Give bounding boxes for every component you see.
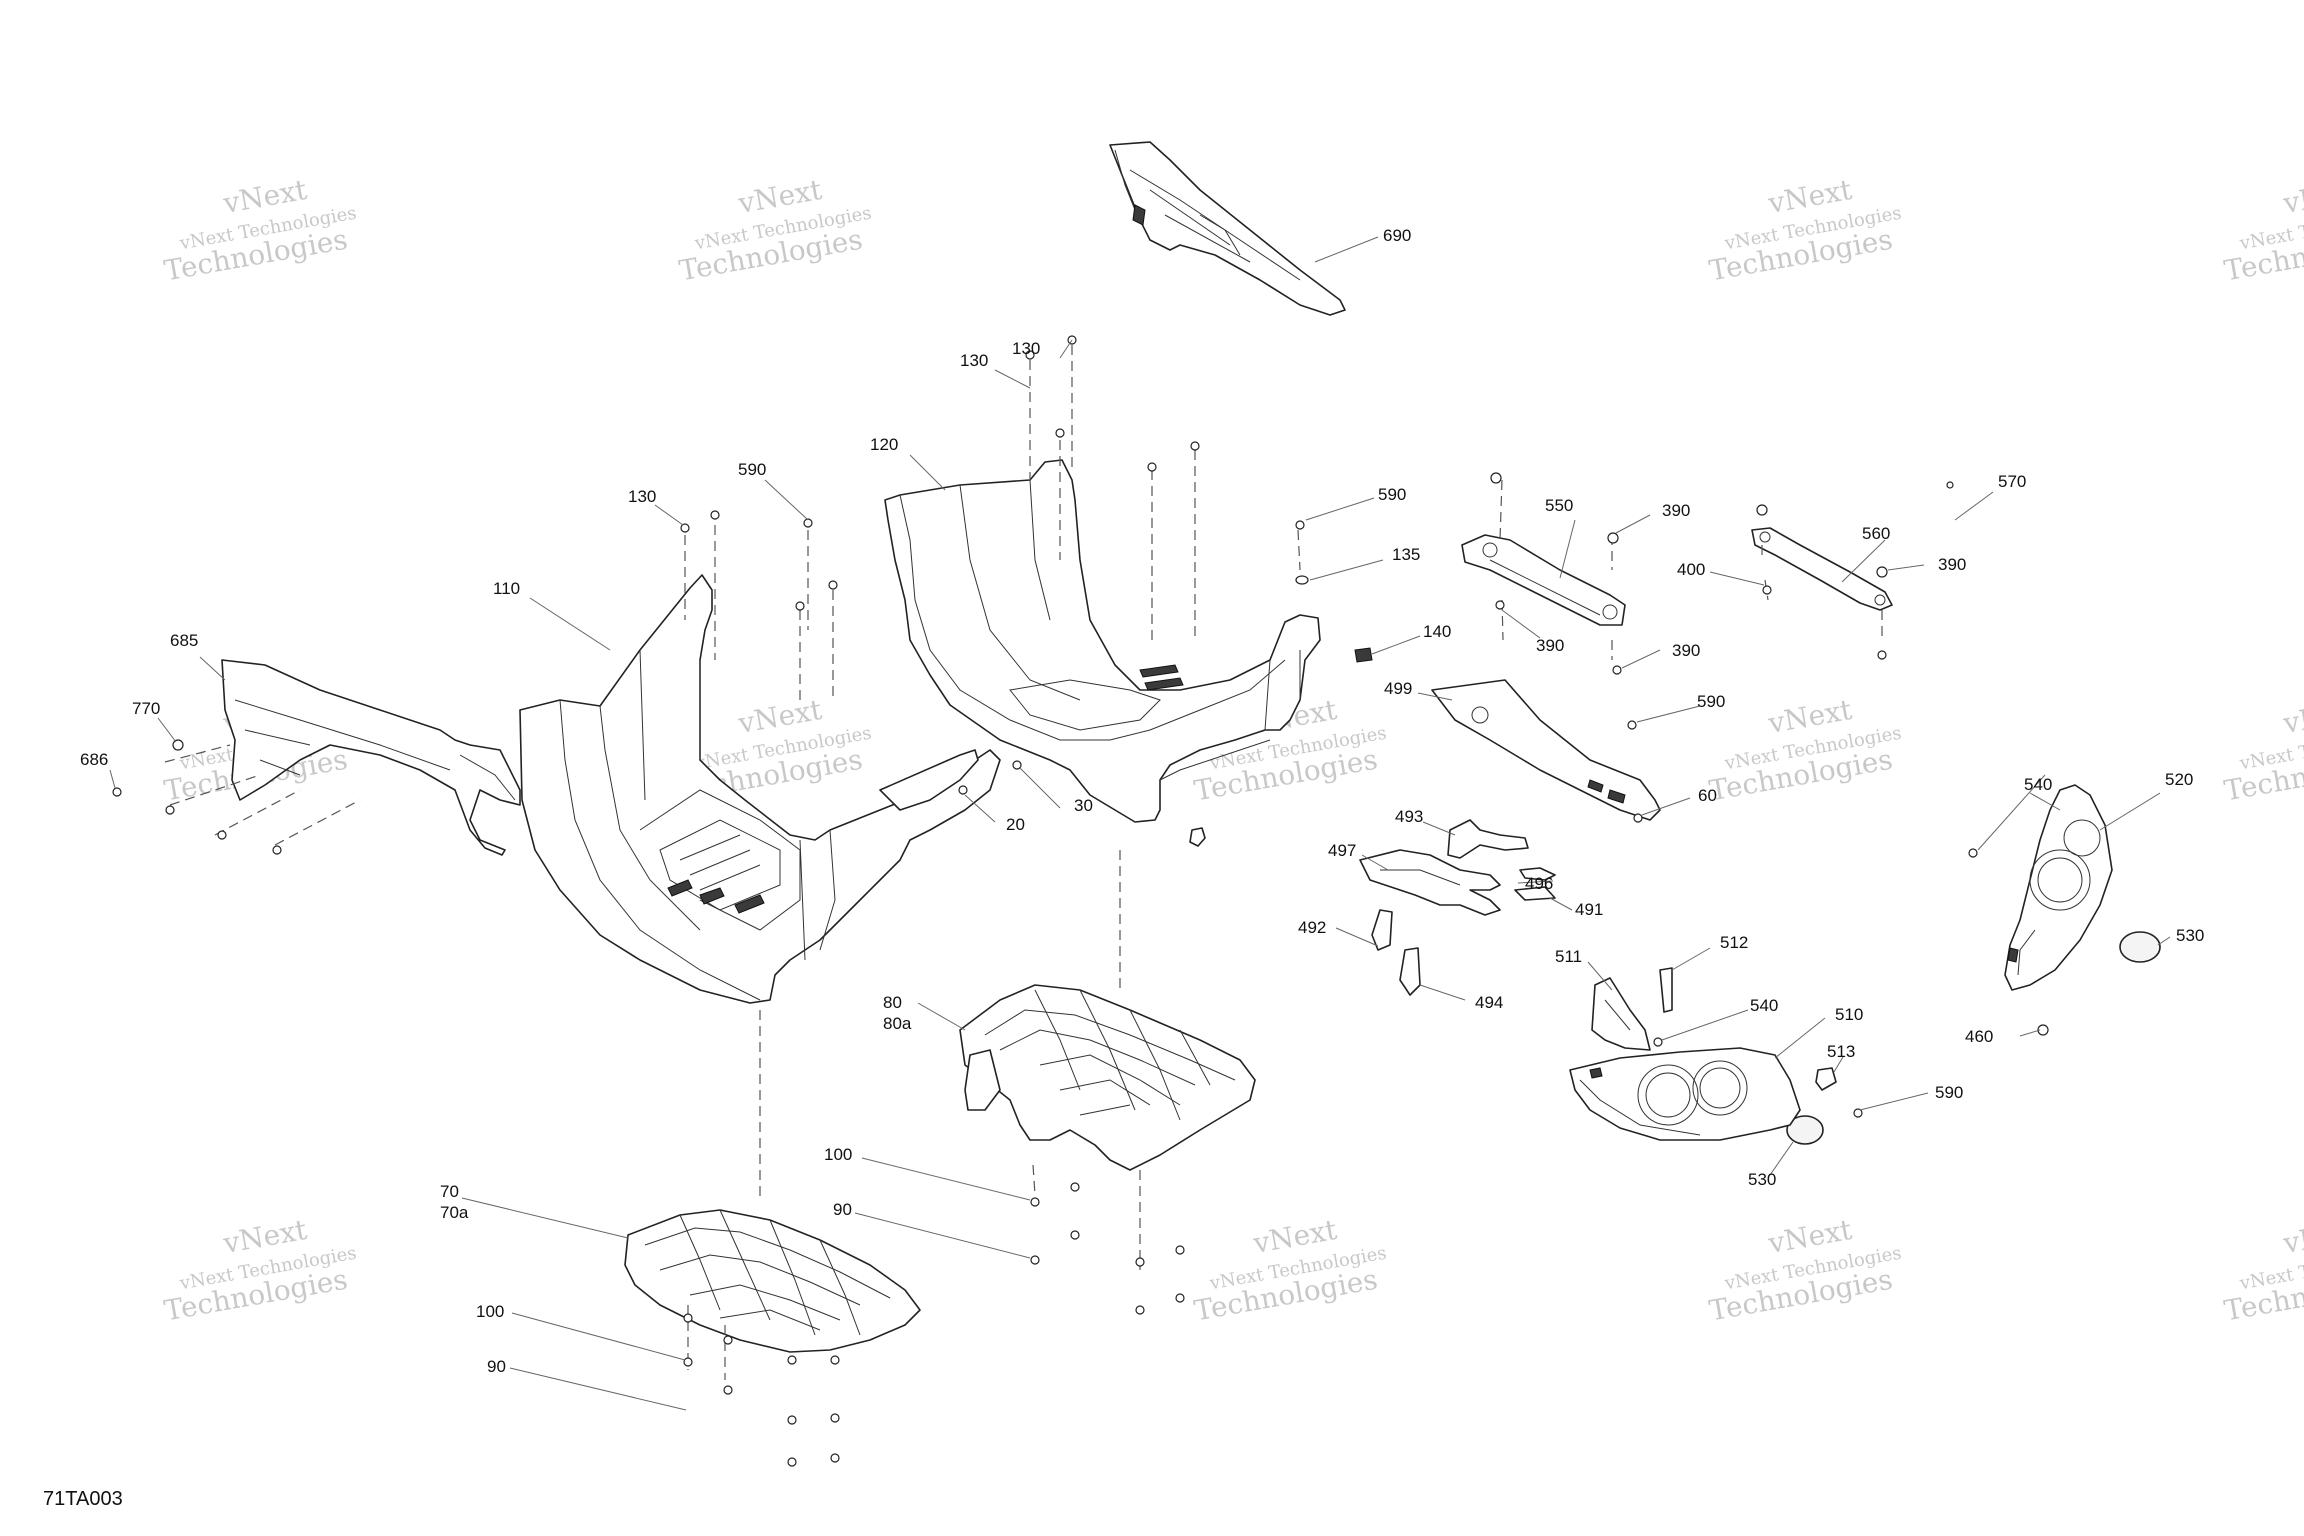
callout-390-c: 390 <box>1536 636 1564 655</box>
callout-499: 499 <box>1384 679 1412 698</box>
figure-id: 71TA003 <box>43 1488 123 1510</box>
callout-30: 30 <box>1074 796 1093 815</box>
svg-text:vNext: vNext <box>2280 173 2304 220</box>
part-560-bracket <box>1751 527 1893 611</box>
callout-590-a: 590 <box>738 460 766 479</box>
callout-120: 120 <box>870 435 898 454</box>
callout-496: 496 <box>1525 874 1553 893</box>
watermark-10: vNext vNext Technologies Technologies <box>162 1213 358 1328</box>
part-20-30-side-cover <box>879 749 1022 811</box>
callout-70: 70 <box>440 1182 459 1201</box>
callout-20: 20 <box>1006 815 1025 834</box>
callout-540-a: 540 <box>2024 775 2052 794</box>
callout-590-b: 590 <box>1378 485 1406 504</box>
watermark-2: vNext vNext Technologies Technologies <box>677 173 873 288</box>
callout-491: 491 <box>1575 900 1603 919</box>
callout-130-a: 130 <box>960 351 988 370</box>
callout-530-a: 530 <box>2176 926 2204 945</box>
callout-90-a: 90 <box>833 1200 852 1219</box>
part-120-rear-footrest-shell <box>884 459 1321 823</box>
callout-135: 135 <box>1392 545 1420 564</box>
callout-130-b: 130 <box>1012 339 1040 358</box>
part-499-heat-shield <box>1431 679 1661 821</box>
callout-110: 110 <box>493 579 520 598</box>
watermark-3: vNext vNext Technologies Technologies <box>1707 173 1903 288</box>
callout-686: 686 <box>80 750 108 769</box>
leader-lines <box>109 236 2171 1411</box>
svg-text:vNext: vNext <box>2280 1213 2304 1260</box>
callout-493: 493 <box>1395 807 1423 826</box>
callout-390-b: 390 <box>1938 555 1966 574</box>
fasteners <box>112 335 2049 1467</box>
assembly-lines <box>164 345 1883 1380</box>
callout-492: 492 <box>1298 918 1326 937</box>
callout-550: 550 <box>1545 496 1573 515</box>
part-110-left-footrest-shell <box>519 574 1001 1004</box>
part-530-cap-lower <box>1786 1115 1824 1145</box>
callout-140: 140 <box>1423 622 1451 641</box>
callout-690: 690 <box>1383 226 1411 245</box>
part-520-rear-panel <box>2004 784 2113 991</box>
part-140-clip <box>1354 647 1373 663</box>
callout-560: 560 <box>1862 524 1890 543</box>
callout-511: 511 <box>1555 947 1582 966</box>
watermark-1: vNext vNext Technologies Technologies <box>162 173 358 288</box>
callout-770: 770 <box>132 699 160 718</box>
callout-400: 400 <box>1677 560 1705 579</box>
callout-460: 460 <box>1965 1027 1993 1046</box>
callout-100-b: 100 <box>476 1302 504 1321</box>
callout-497: 497 <box>1328 841 1356 860</box>
part-690-fender-panel <box>1109 141 1346 316</box>
callout-80: 80 <box>883 993 902 1012</box>
part-511-512-brackets <box>1591 967 1673 1051</box>
part-70-front-floor-tray <box>624 1209 921 1353</box>
watermark-13: vNext vNext Technologies Technologies <box>2222 1213 2304 1328</box>
part-550-bracket <box>1461 534 1626 626</box>
callout-labels: 690 130 130 120 130 590 590 135 550 390 … <box>80 226 2204 1376</box>
callout-70a: 70a <box>440 1203 469 1222</box>
watermark-12: vNext vNext Technologies Technologies <box>1707 1213 1903 1328</box>
callout-590-c: 590 <box>1697 692 1725 711</box>
callout-512: 512 <box>1720 933 1748 952</box>
callout-390-d: 390 <box>1672 641 1700 660</box>
part-510-tail-light-panel <box>1569 1047 1801 1141</box>
callout-90-b: 90 <box>487 1357 506 1376</box>
callout-130-c: 130 <box>628 487 656 506</box>
watermark-11: vNext vNext Technologies Technologies <box>1192 1213 1388 1328</box>
callout-590-d: 590 <box>1935 1083 1963 1102</box>
watermark-8: vNext vNext Technologies Technologies <box>1707 693 1903 808</box>
callout-570: 570 <box>1998 472 2026 491</box>
callout-80a: 80a <box>883 1014 912 1033</box>
svg-text:vNext: vNext <box>2280 693 2304 740</box>
part-513-clip <box>1815 1067 1837 1091</box>
callout-685: 685 <box>170 631 198 650</box>
callout-513: 513 <box>1827 1042 1855 1061</box>
callout-520: 520 <box>2165 770 2193 789</box>
callout-494: 494 <box>1475 993 1503 1012</box>
callout-100-a: 100 <box>824 1145 852 1164</box>
callout-540-b: 540 <box>1750 996 1778 1015</box>
callout-510: 510 <box>1835 1005 1863 1024</box>
callout-530-b: 530 <box>1748 1170 1776 1189</box>
part-530-cap-right <box>2119 931 2161 963</box>
watermark-4: vNext vNext Technologies Technologies <box>2222 173 2304 288</box>
part-493-497-brackets <box>1189 819 1556 996</box>
part-80-rear-floor-tray <box>959 984 1256 1171</box>
watermark-9: vNext vNext Technologies Technologies <box>2222 693 2304 808</box>
part-685-front-fender <box>221 659 521 856</box>
callout-60: 60 <box>1698 786 1717 805</box>
callout-390-a: 390 <box>1662 501 1690 520</box>
